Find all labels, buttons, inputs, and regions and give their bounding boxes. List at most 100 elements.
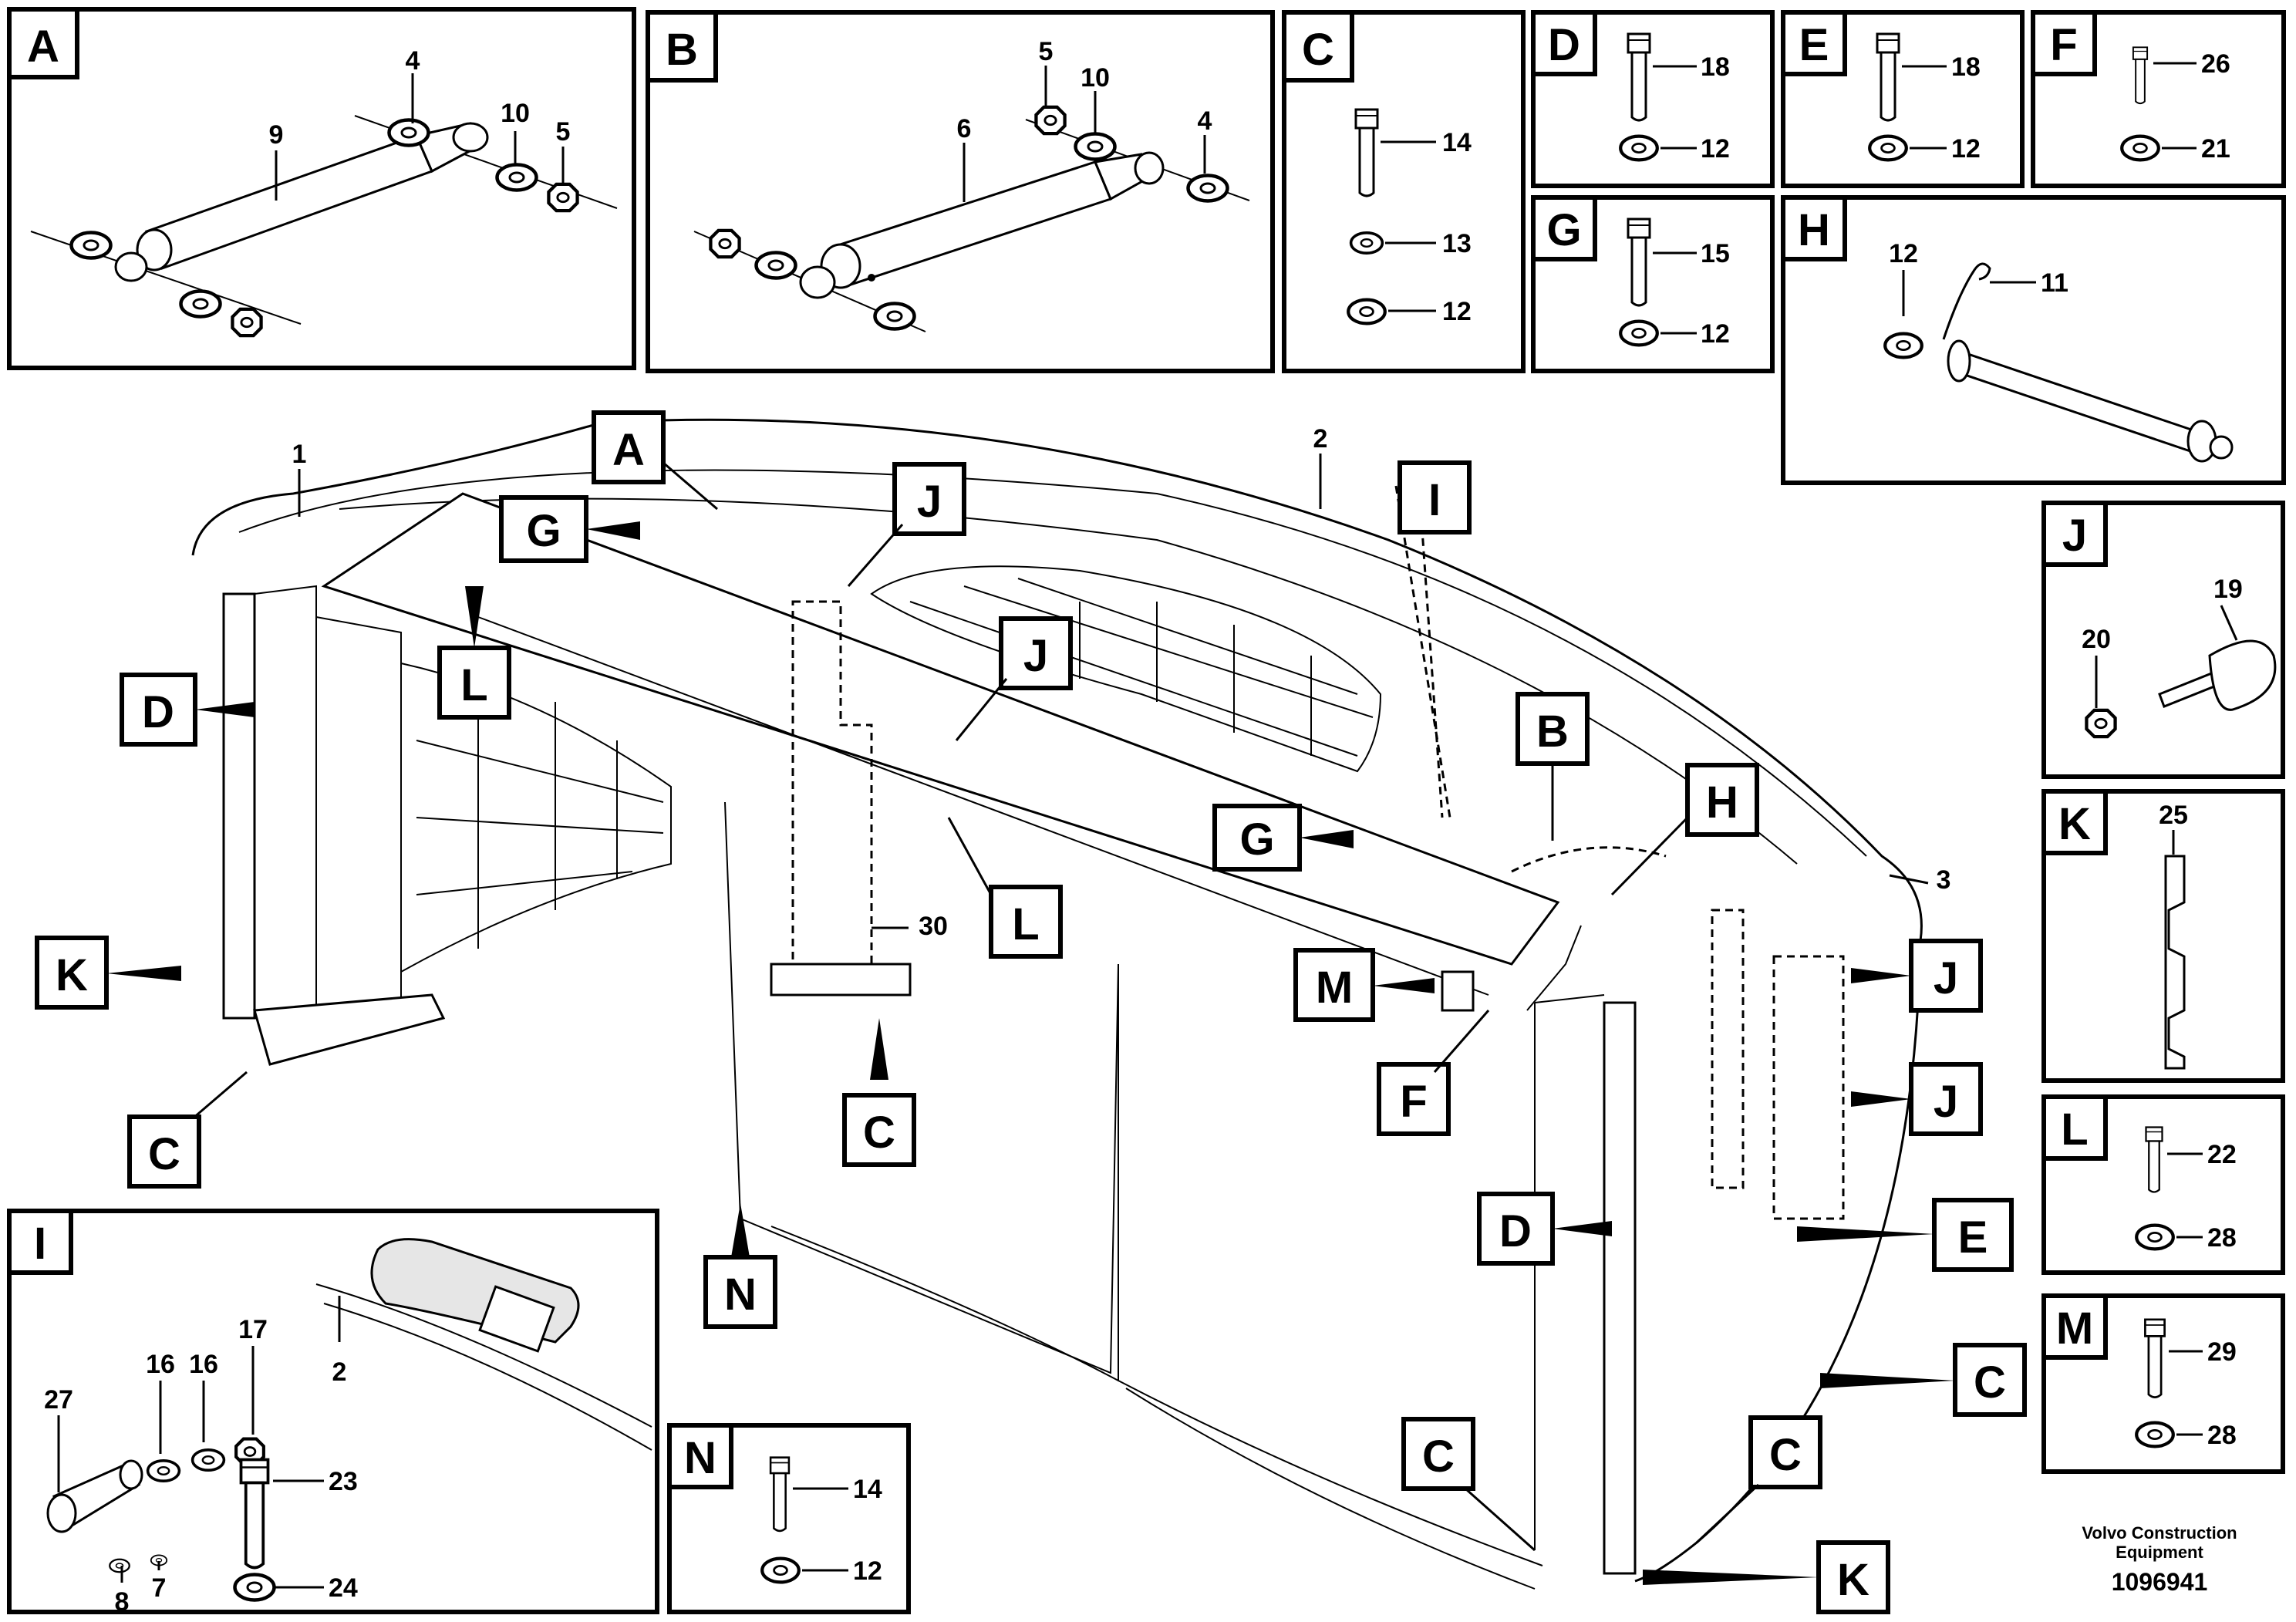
washer-16b — [193, 1450, 224, 1470]
panel-c-frame — [1282, 10, 1526, 373]
callout-i-tag — [1397, 460, 1472, 534]
panel-i-tag — [7, 1209, 73, 1275]
callout-h-tag — [1685, 763, 1759, 837]
label-28-m: 28 — [2207, 1421, 2237, 1450]
label-13: 13 — [1442, 229, 1472, 258]
label-20: 20 — [2082, 625, 2111, 654]
bolt-18-d — [1627, 32, 1651, 122]
callout-g2-tag — [1212, 804, 1302, 872]
callout-e-tag — [1932, 1198, 2014, 1272]
label-18-d: 18 — [1701, 52, 1730, 82]
label-18-e: 18 — [1951, 52, 1981, 82]
panel-n-frame — [667, 1423, 911, 1614]
callout-l1-letter: L — [460, 660, 487, 710]
panel-a-tag — [7, 7, 79, 79]
panel-h-tag — [1781, 195, 1847, 261]
callout-j1-tag — [892, 462, 966, 536]
washer-a2 — [181, 292, 221, 317]
callout-j3-letter: J — [1934, 953, 1958, 1003]
credit-line-1: Volvo Construction — [2082, 1523, 2237, 1543]
panel-k-tag — [2041, 789, 2108, 855]
main-beam — [321, 492, 1560, 966]
cotter-pin-11 — [1942, 262, 1991, 340]
washer-12-h — [1885, 334, 1922, 358]
label-10-b: 10 — [1081, 63, 1110, 93]
label-8: 8 — [115, 1587, 130, 1617]
callout-b-tag — [1515, 692, 1590, 766]
callout-c1-tag — [127, 1114, 201, 1189]
panel-k-letter: K — [2058, 799, 2091, 849]
washer-b1 — [757, 253, 796, 278]
panel-f-frame — [2031, 10, 2286, 188]
callout-l2-letter: L — [1012, 899, 1039, 949]
label-5-b: 5 — [1039, 37, 1054, 66]
nut-a1 — [232, 309, 261, 336]
panel-l-tag — [2041, 1094, 2108, 1161]
label-9: 9 — [269, 120, 284, 150]
callout-c1-letter: C — [148, 1129, 180, 1179]
washer-4-a — [389, 120, 429, 146]
panel-b-tag — [646, 10, 718, 83]
label-21: 21 — [2201, 134, 2230, 164]
callout-a-tag — [592, 410, 666, 484]
drawing-number: 1096941 — [2112, 1568, 2208, 1596]
callout-n-letter: N — [724, 1270, 757, 1320]
callout-c4-letter: C — [1422, 1431, 1455, 1482]
label-12-h: 12 — [1889, 239, 1918, 268]
callout-i-letter: I — [1428, 475, 1441, 525]
label-27: 27 — [44, 1385, 73, 1415]
panel-e-tag — [1781, 10, 1847, 76]
detail-panel-h: H 12 11 — [1781, 195, 2286, 485]
label-10-a: 10 — [501, 99, 530, 128]
panel-e-letter: E — [1799, 20, 1829, 70]
hood-assembly — [191, 418, 1923, 1590]
panel-a-letter: A — [27, 22, 59, 72]
callout-c3-tag — [1953, 1343, 2027, 1417]
callout-d2-letter: D — [1499, 1206, 1532, 1256]
detail-panel-m: M 29 28 — [2041, 1293, 2285, 1474]
nut-5-a — [548, 184, 577, 211]
main-callouts: A G G J J J J I L L B — [35, 410, 2027, 1614]
lock-cylinder-27 — [46, 1459, 143, 1533]
callout-d1-tag — [120, 673, 197, 747]
callout-j2-tag — [999, 616, 1073, 690]
lock-washer-13 — [1349, 231, 1384, 255]
left-end-frame — [222, 592, 256, 1020]
detail-panel-c: C 14 13 12 — [1282, 10, 1526, 373]
callout-f-letter: F — [1400, 1077, 1427, 1127]
callout-g1-letter: G — [526, 506, 561, 556]
washer-24 — [235, 1575, 275, 1600]
callout-c4-tag — [1401, 1417, 1475, 1491]
panel-d-frame — [1531, 10, 1775, 188]
panel-b-letter: B — [666, 25, 698, 75]
panel-g-letter: G — [1546, 205, 1581, 255]
panel-f-letter: F — [2050, 20, 2077, 70]
callout-g1-tag — [499, 495, 588, 563]
callout-d1-letter: D — [142, 687, 174, 737]
label-1: 1 — [292, 440, 307, 469]
panel-m-tag — [2041, 1293, 2108, 1360]
washer-12-d — [1620, 137, 1657, 160]
label-12-g: 12 — [1701, 319, 1730, 349]
callout-c5-tag — [1748, 1415, 1822, 1489]
detail-panel-i: I 27 16 16 17 2 8 7 — [7, 1209, 659, 1617]
washer-12-e — [1870, 137, 1907, 160]
label-29: 29 — [2207, 1337, 2237, 1367]
label-19: 19 — [2213, 575, 2243, 604]
label-4-a: 4 — [406, 46, 420, 76]
footer-credit: Volvo Construction Equipment 1096941 — [2082, 1523, 2237, 1596]
label-12-e: 12 — [1951, 134, 1981, 164]
callout-f-tag — [1377, 1062, 1451, 1136]
washer-b2 — [875, 304, 915, 329]
nut-20 — [2086, 710, 2115, 737]
label-11: 11 — [2041, 268, 2068, 298]
panel-a-frame — [7, 7, 636, 370]
callout-c2-tag — [842, 1093, 916, 1167]
bolt-26 — [2132, 46, 2149, 105]
label-7: 7 — [152, 1573, 167, 1603]
nut-b1 — [710, 231, 739, 257]
label-22: 22 — [2207, 1140, 2237, 1169]
callout-h-letter: H — [1706, 777, 1738, 828]
washer-a1 — [72, 233, 111, 258]
